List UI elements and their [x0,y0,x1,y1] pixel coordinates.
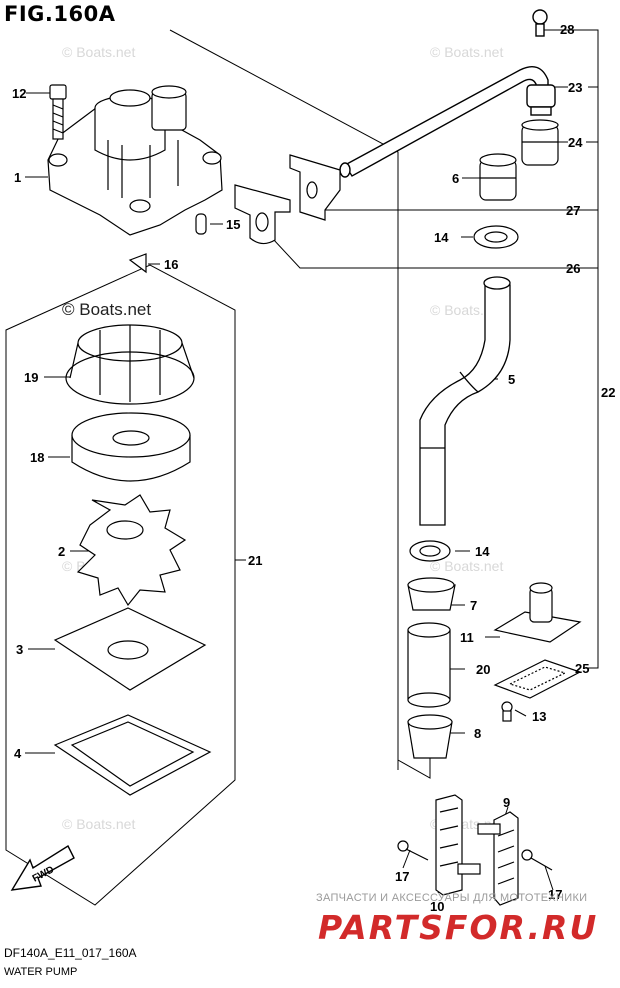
callout-4: 4 [14,746,22,761]
callout-6: 6 [452,171,460,186]
callout-21: 21 [248,553,263,568]
callout-18: 18 [30,450,45,465]
callout-14-bottom: 14 [475,544,490,559]
screw-17a [397,840,429,861]
callout-13: 13 [532,709,547,724]
callout-25: 25 [575,661,590,676]
screw-17b [521,849,553,871]
figure-subtitle: WATER PUMP [4,966,78,978]
callout-8: 8 [474,726,482,741]
water-tube [339,9,556,178]
plate-3 [53,607,207,691]
cage-19 [65,324,195,405]
callout-9: 9 [503,795,511,810]
callout-17-right: 17 [548,887,563,902]
callout-1: 1 [14,170,22,185]
seal-6 [479,153,517,201]
bracket-10 [435,794,481,896]
callout-11: 11 [460,630,474,645]
callout-16: 16 [164,257,179,272]
watermark-dark: © Boats.net [62,300,152,319]
callout-10: 10 [430,899,445,914]
bracket-27 [289,154,341,221]
hose-5 [419,276,511,526]
callout-26: 26 [566,261,581,276]
plate-11 [493,582,582,643]
pump-housing [47,85,223,236]
watermark: © Boats.net [62,44,136,60]
gasket-4 [53,714,212,796]
callout-27: 27 [566,203,581,218]
callout-20: 20 [476,662,491,677]
washer-14-top [473,225,519,249]
callout-19: 19 [24,370,39,385]
promo-text: ЗАПЧАСТИ И АКСЕССУАРЫ ДЛЯ МОТОТЕХНИКИ [316,892,588,904]
callout-2: 2 [58,544,66,559]
figure-code: DF140A_E11_017_160A [4,946,137,960]
kit-21-outline [5,264,236,906]
callout-15: 15 [226,217,241,232]
bracket-9 [477,811,519,906]
key-16 [128,253,147,274]
collar-8 [407,714,453,759]
watermark: © Boats.net [430,44,504,60]
clamp-26 [234,184,291,245]
figure-title: FIG.160A [4,2,116,26]
callout-3: 3 [16,642,24,657]
callout-12: 12 [12,86,27,101]
callout-5: 5 [508,372,516,387]
callout-17-left: 17 [395,869,410,884]
watermark: © Boats.net [62,816,136,832]
washer-14-bottom [409,540,451,562]
strainer-25 [493,659,582,699]
pin-15 [195,213,207,235]
brand-logo: PARTSFOR.RU [318,908,599,947]
impeller-2 [76,494,187,607]
callout-14-top: 14 [434,230,449,245]
callout-7: 7 [470,598,478,613]
screw-13 [501,701,513,722]
callout-24: 24 [568,135,583,150]
watermark: © Boats.net [430,558,504,574]
collar-7 [407,577,456,611]
callout-22: 22 [601,385,616,400]
bolt-12 [49,84,67,140]
callout-28: 28 [560,22,575,37]
bracket-22 [556,29,599,669]
callout-23: 23 [568,80,583,95]
cover-18 [71,412,191,482]
tube-20 [407,622,451,708]
fwd-arrow-icon [10,844,75,891]
grommet-24 [521,119,559,166]
